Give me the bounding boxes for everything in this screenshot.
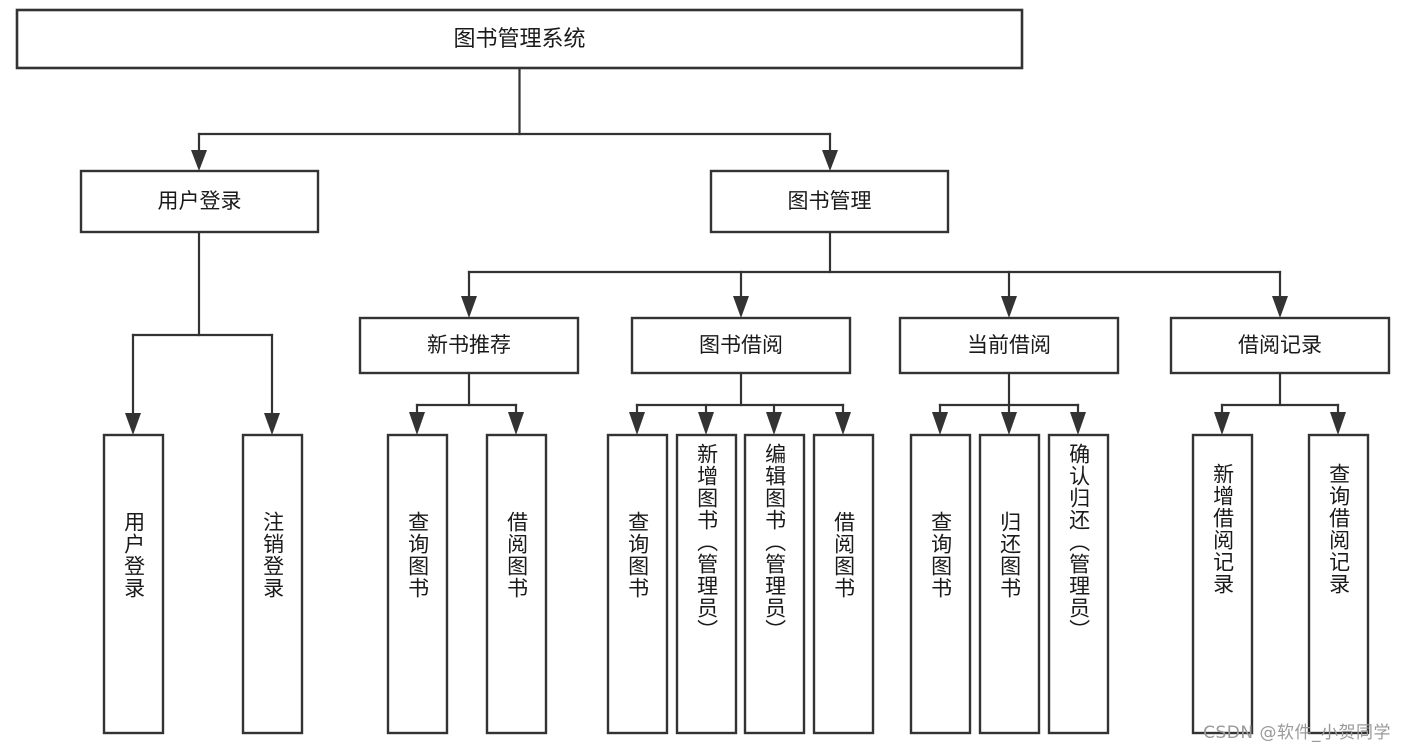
- node-book-borrow-rect[interactable]: [630, 316, 852, 375]
- node-current-borrow-rect[interactable]: [898, 316, 1120, 375]
- arrow-leaf-logout: [264, 413, 280, 435]
- node-book-management-rect[interactable]: [709, 169, 950, 234]
- node-user-login-label: 用户登录: [158, 189, 242, 213]
- arrow-bookborrow-leaf-4: [835, 412, 851, 435]
- arrow-currentborrow-leaf-1: [932, 412, 948, 435]
- leaf-rect-user-login[interactable]: [102, 433, 165, 735]
- node-root[interactable]: 图书管理系统: [15, 8, 1024, 70]
- node-borrow-record-rect[interactable]: [1169, 316, 1391, 375]
- leaf-box-group: [102, 433, 1370, 735]
- arrow-borrowrecord-leaf-1: [1214, 412, 1230, 435]
- arrow-book-mgmt: [822, 150, 838, 171]
- node-new-book-recommend-label: 新书推荐: [427, 333, 511, 357]
- arrow-leaf-user-login: [125, 413, 141, 435]
- arrow-bookborrow-leaf-3: [766, 412, 782, 435]
- node-borrow-record-label: 借阅记录: [1238, 333, 1322, 357]
- leaf-rect-bb-add-book[interactable]: [675, 433, 738, 735]
- arrow-bookborrow-leaf-2: [698, 412, 714, 435]
- leaf-rect-cb-query-book[interactable]: [909, 433, 972, 735]
- arrow-user-login: [191, 150, 207, 171]
- leaf-rect-bb-query-book[interactable]: [606, 433, 669, 735]
- node-borrow-record[interactable]: 借阅记录: [1169, 316, 1391, 375]
- edge-group: [125, 66, 1346, 435]
- leaf-rect-bb-borrow-book[interactable]: [812, 433, 875, 735]
- node-book-borrow-label: 图书借阅: [699, 333, 783, 357]
- node-new-book-recommend[interactable]: 新书推荐: [358, 316, 580, 375]
- node-book-management[interactable]: 图书管理: [709, 169, 950, 234]
- arrow-book-borrow: [733, 296, 749, 318]
- arrow-newbook-leaf-2: [508, 412, 524, 435]
- leaf-rect-logout[interactable]: [241, 433, 304, 735]
- node-user-login[interactable]: 用户登录: [79, 169, 320, 234]
- arrow-new-book-recommend: [461, 296, 477, 318]
- arrow-currentborrow-leaf-2: [1001, 412, 1017, 435]
- csdn-watermark: CSDN @软件_小贺同学: [1203, 723, 1391, 743]
- leaf-rect-nbr-query-book[interactable]: [386, 433, 449, 735]
- node-current-borrow-label: 当前借阅: [967, 333, 1051, 357]
- node-user-login-rect[interactable]: [79, 169, 320, 234]
- node-book-management-label: 图书管理: [788, 189, 872, 213]
- leaf-rect-br-query-record[interactable]: [1307, 433, 1370, 735]
- leaf-rect-nbr-borrow-book[interactable]: [485, 433, 548, 735]
- leaf-rect-cb-return-book[interactable]: [978, 433, 1041, 735]
- arrow-current-borrow: [1001, 296, 1017, 318]
- node-book-borrow[interactable]: 图书借阅: [630, 316, 852, 375]
- leaf-rect-br-add-record[interactable]: [1191, 433, 1254, 735]
- arrow-borrowrecord-leaf-2: [1330, 412, 1346, 435]
- arrow-borrow-record: [1272, 296, 1288, 318]
- node-root-label: 图书管理系统: [453, 27, 585, 52]
- node-current-borrow[interactable]: 当前借阅: [898, 316, 1120, 375]
- node-new-book-recommend-rect[interactable]: [358, 316, 580, 375]
- arrow-newbook-leaf-1: [409, 412, 425, 435]
- leaf-rect-cb-confirm-return[interactable]: [1047, 433, 1110, 735]
- arrow-bookborrow-leaf-1: [629, 412, 645, 435]
- node-root-rect[interactable]: [15, 8, 1024, 70]
- arrow-currentborrow-leaf-3: [1070, 412, 1086, 435]
- leaf-rect-bb-edit-book[interactable]: [743, 433, 806, 735]
